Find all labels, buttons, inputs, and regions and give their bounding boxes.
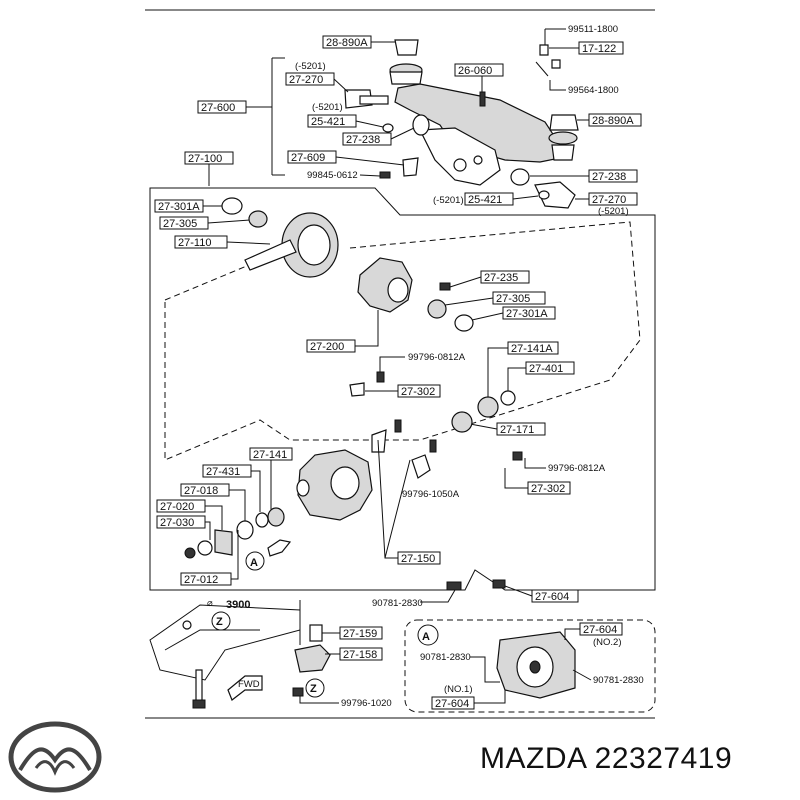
label-27-020: 27-020 (160, 501, 194, 513)
label-27-158: 27-158 (343, 649, 377, 661)
label-5201-a: (-5201) (295, 61, 326, 72)
svg-text:FWD: FWD (238, 679, 260, 690)
label-27-401: 27-401 (529, 363, 563, 375)
label-5201-b: (-5201) (312, 102, 343, 113)
label-27-171: 27-171 (500, 424, 534, 436)
crossmember-group (344, 39, 579, 209)
label-99511-1800: 99511-1800 (568, 24, 618, 35)
label-90781-2830-c: 90781-2830 (593, 675, 644, 686)
flange-right (534, 181, 576, 209)
pinion-shaft (244, 239, 297, 271)
label-26-060: 26-060 (458, 65, 492, 77)
label-28-890a-right: 28-890A (592, 115, 634, 127)
label-27-018: 27-018 (184, 485, 218, 497)
label-99796-1020: 99796-1020 (341, 698, 392, 709)
label-99796-1050a: 99796-1050A (402, 489, 460, 500)
arrow-a (267, 539, 292, 557)
svg-text:Z: Z (310, 683, 317, 695)
label-27-302-b: 27-302 (531, 483, 565, 495)
label-27-604-c: 27-604 (435, 698, 469, 710)
label-27-431: 27-431 (206, 466, 240, 478)
label-27-609: 27-609 (291, 152, 325, 164)
label-25-421-a: 25-421 (311, 116, 345, 128)
label-99796-0812a-a: 99796-0812A (408, 352, 466, 363)
label-5201-d: (-5201) (598, 206, 629, 217)
label-no2: (NO.2) (593, 637, 622, 648)
label-27-305-b: 27-305 (496, 293, 530, 305)
label-27-141a: 27-141A (511, 343, 553, 355)
label-27-238-a: 27-238 (346, 134, 380, 146)
label-17-122: 17-122 (582, 43, 616, 55)
label-27-302-a: 27-302 (401, 386, 435, 398)
label-27-600: 27-600 (201, 102, 235, 114)
label-90781-2830-a: 90781-2830 (372, 598, 423, 609)
label-3900: 3900 (226, 599, 250, 611)
marker-a (245, 551, 265, 571)
detail-a-box (404, 619, 656, 713)
label-27-305-a: 27-305 (163, 218, 197, 230)
label-25-421-b: 25-421 (468, 194, 502, 206)
label-27-301a-a: 27-301A (158, 201, 200, 213)
label-27-012: 27-012 (184, 574, 218, 586)
frame-member (149, 604, 301, 681)
label-99796-0812a-b: 99796-0812A (548, 463, 606, 474)
label-27-100: 27-100 (188, 153, 222, 165)
ring-gear-dashed-group (164, 221, 641, 461)
lower-group: 90781-2830 27-604 ⌀ 3900 Z FWD 27-159 27… (149, 579, 656, 713)
label-27-110: 27-110 (178, 237, 211, 249)
mount-bushing-top (394, 39, 419, 56)
label-27-235: 27-235 (484, 272, 518, 284)
svg-text:A: A (250, 557, 258, 569)
brand-part-number: MAZDA 22327419 (480, 742, 733, 775)
marker-z-frame (211, 611, 231, 631)
label-27-604-a: 27-604 (535, 591, 569, 603)
crossmember-lower-web (419, 127, 501, 186)
label-27-200: 27-200 (310, 341, 344, 353)
label-27-030: 27-030 (160, 517, 194, 529)
label-5201-c: (-5201) (433, 195, 464, 206)
fwd-arrow (227, 675, 263, 701)
label-27-150: 27-150 (401, 553, 435, 565)
differential-group: 27-100 27-301A 27-305 27-110 27-200 27-2… (149, 151, 656, 591)
mount-bushing-right (549, 114, 579, 131)
svg-text:⌀: ⌀ (207, 598, 213, 609)
crossmember-26-060 (394, 83, 561, 163)
label-27-301a-b: 27-301A (506, 308, 548, 320)
label-27-270-a: 27-270 (289, 74, 323, 86)
label-27-604-b: 27-604 (583, 624, 617, 636)
label-27-238-b: 27-238 (592, 171, 626, 183)
mazda-logo (8, 721, 102, 793)
mount-27-158 (294, 644, 331, 673)
label-99564-1800: 99564-1800 (568, 85, 619, 96)
label-27-141: 27-141 (253, 449, 287, 461)
svg-text:A: A (422, 631, 430, 643)
callouts-upper: 28-890A (-5201) 27-270 27-600 (-5201) 25… (197, 24, 642, 217)
label-no1: (NO.1) (444, 684, 473, 695)
label-99845-0612: 99845-0612 (307, 170, 358, 181)
assembly-outline (149, 187, 656, 591)
label-27-270-b: 27-270 (592, 194, 626, 206)
marker-z-mount (305, 678, 325, 698)
label-28-890a-top: 28-890A (326, 37, 368, 49)
label-27-159: 27-159 (343, 628, 377, 640)
svg-text:Z: Z (216, 616, 223, 628)
label-90781-2830-b: 90781-2830 (420, 652, 471, 663)
